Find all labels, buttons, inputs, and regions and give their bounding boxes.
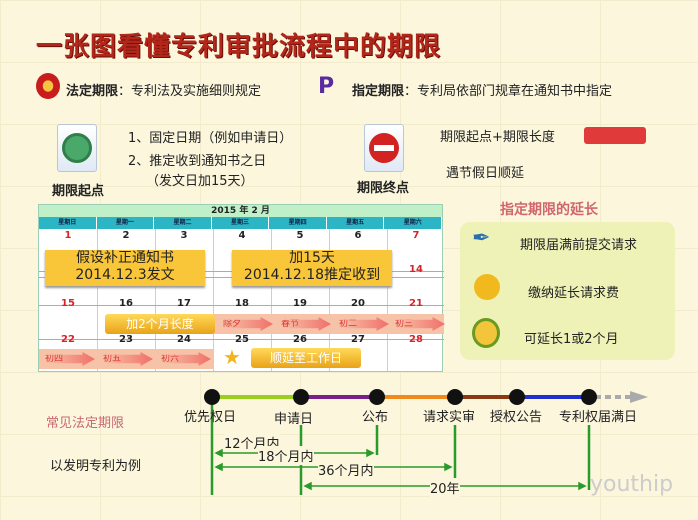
- milestone-exam-request: 请求实审: [423, 406, 475, 425]
- timeline-arrowhead: [630, 391, 648, 403]
- timeline-milestone-dot: [369, 389, 385, 405]
- milestone-expiry: 专利权届满日: [559, 406, 637, 425]
- span-20-years: 20年: [430, 478, 460, 497]
- timeline-milestone-dot: [447, 389, 463, 405]
- timeline-milestone-dot: [509, 389, 525, 405]
- timeline-milestone-dot: [293, 389, 309, 405]
- span-36-months: 36个月内: [318, 460, 374, 479]
- timeline-milestone-dot: [581, 389, 597, 405]
- span-18-months: 18个月内: [258, 446, 314, 465]
- timeline-milestone-dot: [204, 389, 220, 405]
- milestone-publication: 公布: [362, 406, 388, 425]
- milestone-grant: 授权公告: [490, 406, 542, 425]
- watermark: youthip: [590, 472, 673, 497]
- milestone-filing-date: 申请日: [274, 408, 313, 427]
- milestone-priority-date: 优先权日: [184, 406, 236, 425]
